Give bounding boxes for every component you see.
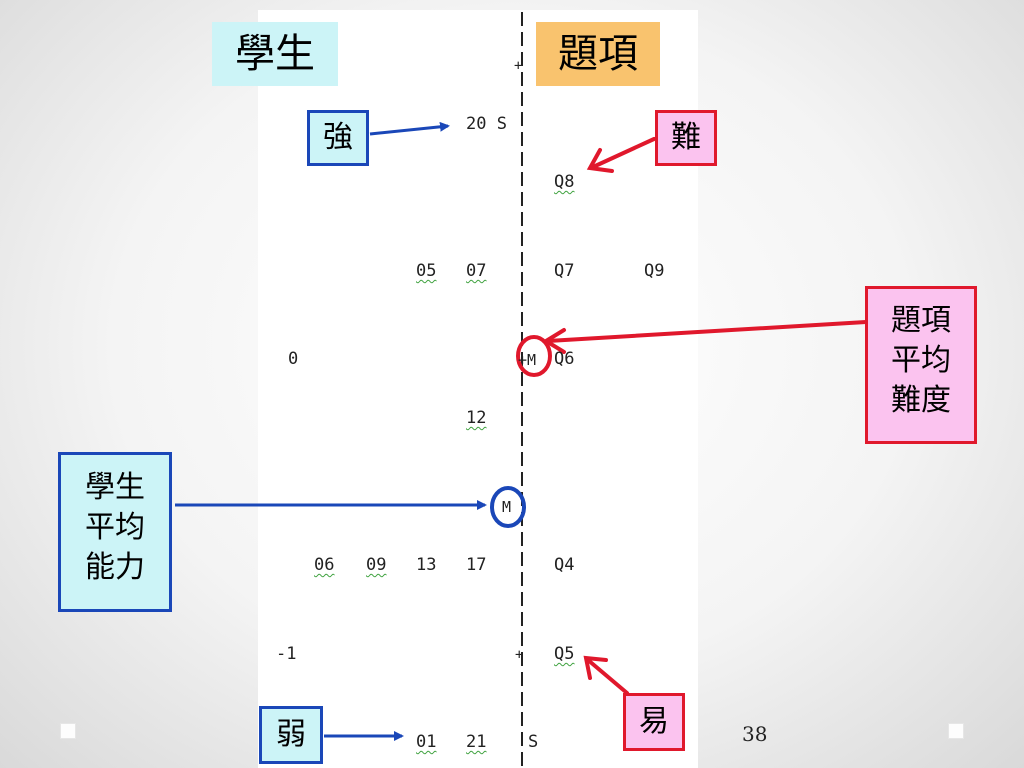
item-mean-line-2: 平均 [891, 343, 951, 378]
item-r3: Q8 [554, 172, 575, 192]
student-r8-d: 17 [466, 555, 487, 575]
student-mean-line-2: 平均 [85, 510, 145, 545]
marker-r5: +M [518, 351, 537, 369]
student-r4-a: 05 [416, 261, 437, 281]
item-mean-circle [516, 335, 552, 377]
student-mean-label: 學生 平均 能力 [58, 452, 172, 612]
strong-label: 強 [307, 110, 369, 166]
student-mean-circle [490, 486, 526, 528]
item-mean-line-1: 題項 [891, 303, 951, 338]
hard-label: 難 [655, 110, 717, 166]
item-mean-label: 題項 平均 難度 [865, 286, 977, 444]
item-r4-a: Q7 [554, 261, 575, 281]
arrow-hard [586, 137, 656, 173]
arrow-strong [369, 121, 450, 136]
student-r6: 12 [466, 408, 487, 428]
scale-r5: 0 [288, 349, 299, 369]
student-r10-a: 01 [416, 732, 437, 752]
weak-label: 弱 [259, 706, 323, 764]
easy-label: 易 [623, 693, 685, 751]
item-r8: Q4 [554, 555, 575, 575]
student-r8-b: 09 [366, 555, 387, 575]
corner-decoration-left [60, 723, 76, 739]
marker-r10: S [528, 732, 539, 752]
item-r9: Q5 [554, 644, 575, 664]
marker-r9: + [515, 647, 524, 663]
student-mean-line-3: 能力 [85, 550, 145, 585]
arrow-easy [583, 655, 629, 695]
scale-r9: -1 [276, 644, 297, 664]
item-r4-b: Q9 [644, 261, 665, 281]
student-r4-b: 07 [466, 261, 487, 281]
student-r8-a: 06 [314, 555, 335, 575]
student-mean-line-1: 學生 [85, 470, 145, 505]
arrow-item-mean [542, 320, 868, 354]
marker-r7: M [502, 498, 512, 516]
student-header: 學生 [212, 22, 338, 86]
item-mean-line-3: 難度 [891, 383, 951, 418]
page-number: 38 [742, 722, 768, 746]
student-r2: 20 S [466, 114, 507, 134]
marker-r1: + [514, 58, 523, 74]
student-r8-c: 13 [416, 555, 437, 575]
student-r10-b: 21 [466, 732, 487, 752]
corner-decoration-right [948, 723, 964, 739]
item-header: 題項 [536, 22, 660, 86]
item-r5: Q6 [554, 349, 575, 369]
